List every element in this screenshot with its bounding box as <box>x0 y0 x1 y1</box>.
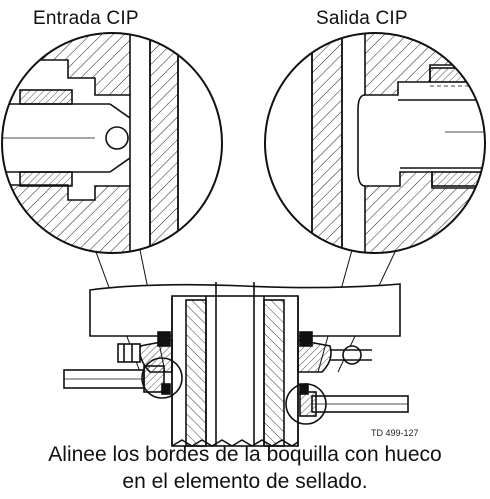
outlet-detail-circle <box>264 32 486 254</box>
outlet-label: Salida CIP <box>316 8 408 29</box>
caption-line-2: en el elemento de sellado. <box>122 470 368 493</box>
inlet-detail-circle <box>1 32 223 254</box>
caption-line-1: Alinee los bordes de la boquilla con hue… <box>48 443 442 466</box>
outlet-detail-view <box>311 33 485 253</box>
inlet-label: Entrada CIP <box>33 8 139 29</box>
caption: Alinee los bordes de la boquilla con hue… <box>0 441 490 495</box>
document-reference: TD 499-127 <box>371 428 419 438</box>
inlet-detail-view <box>2 33 179 253</box>
assembly-drawing <box>63 282 409 447</box>
